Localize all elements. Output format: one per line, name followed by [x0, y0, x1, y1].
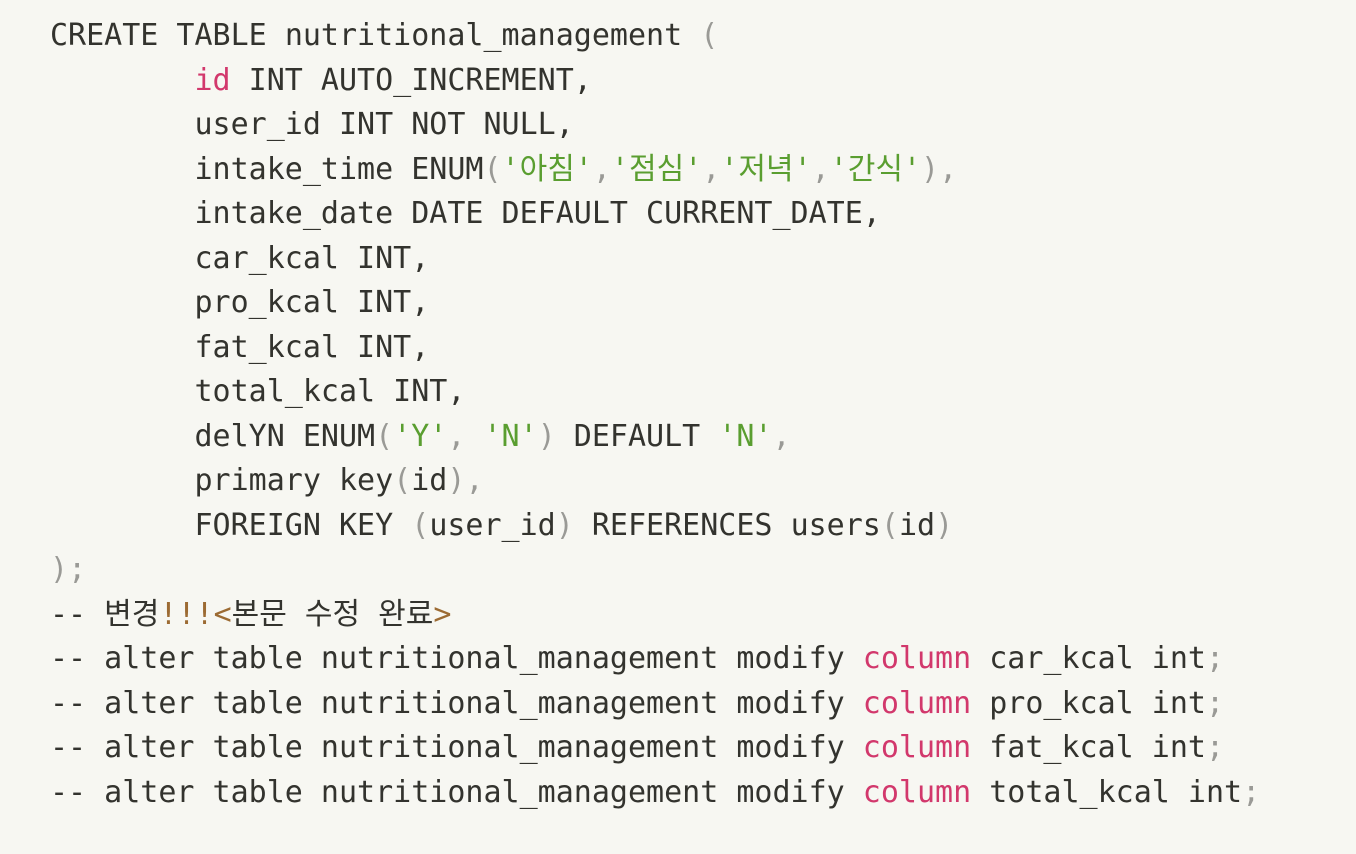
comma: , — [465, 463, 484, 498]
primary-key-column-id: id — [411, 463, 448, 498]
comment-alter-prefix: -- alter table nutritional_management mo… — [50, 641, 863, 676]
enum-value-breakfast: '아침' — [501, 151, 593, 187]
close-angle-bracket: > — [433, 596, 452, 632]
comma: , — [702, 151, 721, 187]
open-paren: ( — [393, 463, 412, 498]
comma: , — [939, 151, 958, 187]
foreign-key-clause: FOREIGN KEY — [194, 507, 412, 543]
open-paren: ( — [880, 507, 899, 543]
code-line[interactable]: CREATE TABLE nutritional_management ( — [0, 14, 1356, 59]
indent-whitespace — [50, 374, 195, 409]
comment-alter-target: pro_kcal int — [971, 685, 1206, 721]
column-id: id — [194, 62, 231, 98]
exclamation-marks: !!! — [159, 596, 214, 632]
column-car-kcal: car_kcal INT, — [194, 240, 430, 276]
keyword-column: column — [862, 685, 972, 721]
close-paren: ) — [447, 463, 466, 498]
indent-whitespace — [50, 463, 195, 498]
indent-whitespace — [50, 285, 195, 320]
foreign-key-column-user-id: user_id — [429, 507, 556, 543]
indent-whitespace — [50, 152, 195, 187]
type-int-auto-increment: INT AUTO_INCREMENT, — [230, 62, 592, 98]
statement-terminator: ; — [1205, 685, 1225, 721]
code-line[interactable]: -- alter table nutritional_management mo… — [0, 637, 1356, 682]
keyword-column: column — [862, 730, 972, 765]
open-paren: ( — [700, 18, 719, 53]
column-fat-kcal: fat_kcal INT, — [194, 329, 430, 365]
referenced-table-users: users — [790, 507, 881, 543]
comment-alter-prefix: -- alter table nutritional_management mo… — [50, 730, 863, 765]
keyword-column: column — [862, 641, 972, 676]
code-line[interactable]: FOREIGN KEY (user_id) REFERENCES users(i… — [0, 504, 1356, 549]
space — [682, 18, 700, 53]
code-line[interactable]: intake_time ENUM('아침','점심','저녁','간식'), — [0, 148, 1356, 193]
default-value-n: 'N' — [718, 418, 773, 454]
indent-whitespace — [50, 330, 195, 365]
column-intake-date: intake_date DATE DEFAULT CURRENT_DATE, — [194, 196, 881, 231]
comment-alter-prefix: -- alter table nutritional_management mo… — [50, 774, 863, 810]
close-paren: ) — [555, 507, 574, 543]
referenced-column-id: id — [898, 507, 936, 543]
comment-note-body: 본문 수정 완료 — [231, 596, 434, 632]
indent-whitespace — [50, 107, 195, 142]
comment-alter-target: fat_kcal int — [971, 730, 1206, 765]
comment-marker: -- 변경 — [50, 596, 160, 632]
column-intake-time: intake_time ENUM — [194, 151, 484, 187]
enum-value-lunch: '점심' — [610, 151, 703, 187]
column-total-kcal: total_kcal INT, — [194, 374, 466, 409]
code-line[interactable]: fat_kcal INT, — [0, 326, 1356, 371]
close-paren: ) — [935, 507, 954, 543]
code-line[interactable]: -- alter table nutritional_management mo… — [0, 682, 1356, 727]
comma: , — [772, 418, 791, 454]
code-line[interactable]: total_kcal INT, — [0, 370, 1356, 415]
indent-whitespace — [50, 241, 195, 276]
code-line[interactable]: primary key(id), — [0, 459, 1356, 504]
column-pro-kcal: pro_kcal INT, — [194, 285, 430, 320]
code-line[interactable]: ); — [0, 548, 1356, 593]
keyword-create-table: CREATE TABLE — [50, 18, 285, 53]
indent-whitespace — [50, 419, 195, 454]
column-user-id: user_id INT NOT NULL, — [194, 107, 574, 142]
statement-terminator: ; — [1205, 641, 1225, 676]
code-line[interactable]: car_kcal INT, — [0, 237, 1356, 282]
table-name-nutritional-management: nutritional_management — [284, 18, 683, 53]
open-paren: ( — [483, 151, 502, 187]
enum-value-n: 'N' — [483, 418, 538, 454]
statement-terminator: ; — [68, 552, 87, 587]
indent-whitespace — [50, 508, 195, 543]
keyword-default: DEFAULT — [555, 418, 719, 454]
enum-value-snack: '간식' — [829, 151, 922, 187]
code-line[interactable]: user_id INT NOT NULL, — [0, 103, 1356, 148]
keyword-references: REFERENCES — [573, 507, 791, 543]
code-line[interactable]: -- alter table nutritional_management mo… — [0, 726, 1356, 771]
comment-alter-target: car_kcal int — [971, 641, 1206, 676]
open-paren: ( — [375, 418, 394, 454]
comment-alter-prefix: -- alter table nutritional_management mo… — [50, 685, 863, 721]
open-angle-bracket: < — [213, 596, 232, 632]
code-line[interactable]: intake_date DATE DEFAULT CURRENT_DATE, — [0, 192, 1356, 237]
enum-value-dinner: '저녁' — [720, 151, 812, 187]
close-paren: ) — [921, 151, 940, 187]
code-line[interactable]: -- alter table nutritional_management mo… — [0, 771, 1356, 816]
column-delyn: delYN ENUM — [194, 418, 376, 454]
indent-whitespace — [50, 63, 195, 98]
code-line[interactable]: id INT AUTO_INCREMENT, — [0, 59, 1356, 104]
comma: , — [592, 151, 611, 187]
indent-whitespace — [50, 196, 195, 231]
primary-key-clause: primary key — [194, 463, 394, 498]
code-line[interactable]: delYN ENUM('Y', 'N') DEFAULT 'N', — [0, 415, 1356, 460]
comma: , — [811, 151, 830, 187]
keyword-column: column — [862, 774, 972, 810]
code-line[interactable]: -- 변경!!!<본문 수정 완료> — [0, 593, 1356, 638]
statement-terminator: ; — [1242, 774, 1261, 810]
comma: , — [447, 418, 484, 454]
open-paren: ( — [411, 507, 430, 543]
comment-alter-target: total_kcal int — [971, 774, 1243, 810]
close-paren: ) — [537, 418, 556, 454]
statement-terminator: ; — [1205, 730, 1225, 765]
code-line[interactable]: pro_kcal INT, — [0, 281, 1356, 326]
enum-value-y: 'Y' — [393, 418, 448, 454]
close-paren: ) — [50, 552, 69, 587]
